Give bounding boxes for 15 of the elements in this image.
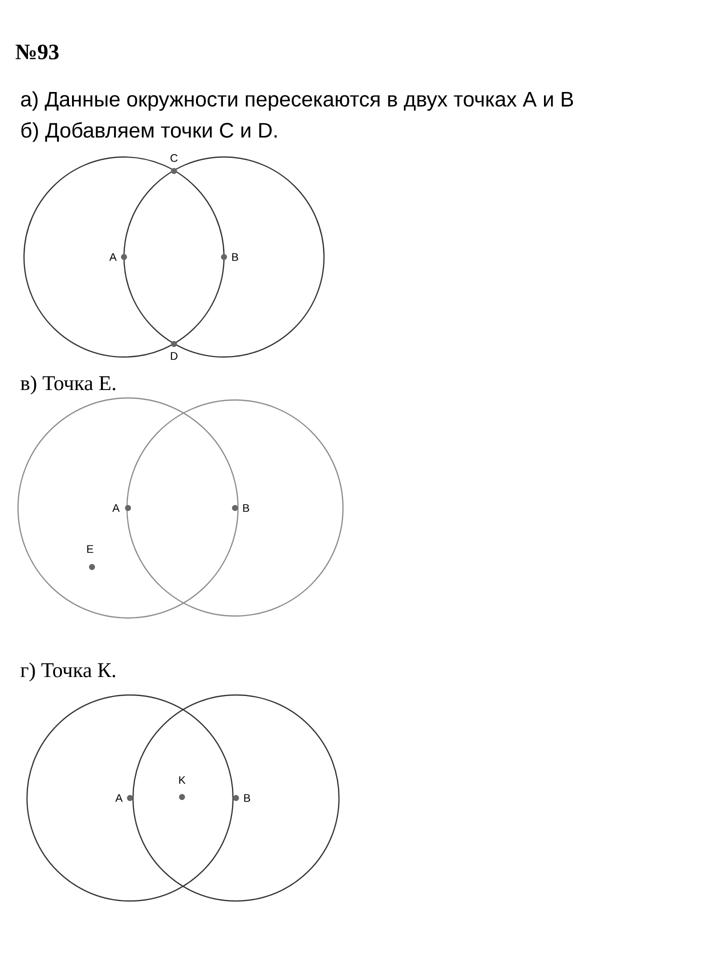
- point-label: A: [109, 253, 117, 261]
- point-label: C: [170, 154, 178, 162]
- point-label: A: [115, 794, 123, 802]
- point-label: B: [244, 794, 250, 802]
- task-text: в) Точка Е.: [20, 375, 116, 395]
- task-text: г) Точка К.: [20, 662, 116, 682]
- task-text: б) Добавляем точки C и D.: [21, 122, 277, 142]
- point-label: B: [243, 504, 250, 512]
- task-text: а) Данные окружности пересекаются в двух точках А и В: [21, 91, 573, 111]
- heading: №93: [16, 44, 59, 60]
- point-label: E: [87, 545, 94, 553]
- point-label: A: [112, 504, 120, 512]
- point-label: B: [232, 253, 238, 261]
- point-label: K: [179, 776, 186, 784]
- point-label: D: [170, 352, 178, 360]
